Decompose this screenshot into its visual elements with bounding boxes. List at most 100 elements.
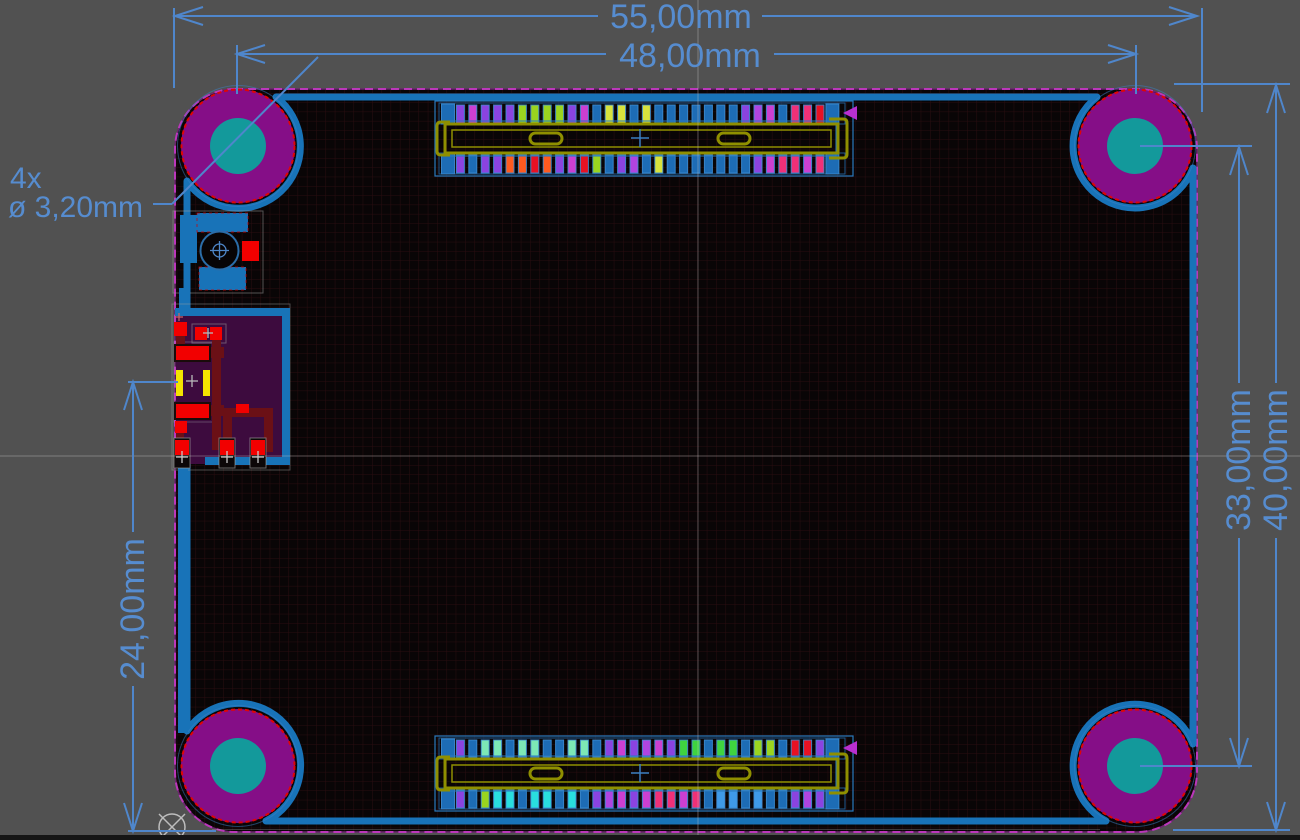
connector-pad[interactable] — [505, 789, 515, 809]
connector-pad[interactable] — [592, 154, 602, 174]
connector-pad[interactable] — [703, 154, 713, 174]
connector-pad[interactable] — [592, 739, 602, 758]
dimension-board-height[interactable] — [1173, 81, 1290, 834]
connector-pad[interactable] — [803, 739, 813, 758]
connector-pad[interactable] — [567, 104, 577, 124]
hole-note-leader[interactable] — [153, 56, 319, 205]
connector-pad[interactable] — [641, 739, 651, 758]
connector-pad[interactable] — [505, 154, 515, 174]
connector-pad[interactable] — [480, 154, 490, 174]
mounting-hole-bottom-right[interactable] — [1074, 705, 1196, 827]
connector-pad[interactable] — [654, 739, 664, 758]
board-outline[interactable] — [174, 88, 1198, 833]
hole-note-line2[interactable]: ø 3,20mm — [8, 191, 143, 224]
dim-label-board-width[interactable]: 55,00mm — [610, 0, 752, 36]
connector-pad[interactable] — [579, 789, 589, 809]
connector-pad[interactable] — [468, 154, 478, 174]
b2b-connector-top[interactable] — [434, 100, 857, 177]
dimension-hole-span-x[interactable] — [233, 44, 1140, 94]
connector-pad[interactable] — [679, 154, 689, 174]
connector-pad[interactable] — [691, 154, 701, 174]
connector-pad[interactable] — [629, 789, 639, 809]
connector-pad[interactable] — [815, 789, 825, 809]
dim-label-usb-to-bottom[interactable]: 24,00mm — [114, 538, 152, 680]
connector-pad[interactable] — [493, 789, 503, 809]
connector-pad[interactable] — [542, 104, 552, 124]
connector-pad[interactable] — [555, 154, 565, 174]
connector-pad[interactable] — [555, 789, 565, 809]
connector-pad[interactable] — [542, 789, 552, 809]
connector-pad[interactable] — [629, 154, 639, 174]
connector-pad[interactable] — [530, 789, 540, 809]
connector-pad[interactable] — [728, 104, 738, 124]
connector-pad[interactable] — [480, 104, 490, 124]
connector-pad[interactable] — [765, 104, 775, 124]
connector-pad[interactable] — [455, 789, 465, 809]
dimension-hole-span-y[interactable] — [1140, 143, 1252, 770]
connector-pad[interactable] — [679, 789, 689, 809]
connector-pad[interactable] — [530, 154, 540, 174]
connector-pad[interactable] — [728, 154, 738, 174]
connector-pad[interactable] — [530, 104, 540, 124]
connector-pad[interactable] — [468, 739, 478, 758]
connector-pad[interactable] — [815, 154, 825, 174]
connector-pad[interactable] — [790, 154, 800, 174]
connector-pad[interactable] — [753, 104, 763, 124]
connector-pad[interactable] — [728, 789, 738, 809]
mounting-hole-bottom-left[interactable] — [177, 705, 299, 827]
ufl-connector[interactable] — [172, 210, 264, 314]
connector-pad[interactable] — [592, 104, 602, 124]
connector-pad[interactable] — [691, 104, 701, 124]
connector-pad[interactable] — [517, 739, 527, 758]
connector-pad[interactable] — [641, 104, 651, 124]
connector-pad[interactable] — [778, 789, 788, 809]
mounting-hole-top-right[interactable] — [1074, 85, 1196, 207]
connector-pad[interactable] — [654, 789, 664, 809]
connector-pad[interactable] — [542, 154, 552, 174]
connector-pad[interactable] — [666, 739, 676, 758]
connector-pad[interactable] — [716, 154, 726, 174]
connector-pad[interactable] — [666, 104, 676, 124]
connector-pad[interactable] — [517, 154, 527, 174]
connector-pad[interactable] — [555, 739, 565, 758]
connector-pad[interactable] — [654, 154, 664, 174]
connector-pad[interactable] — [666, 789, 676, 809]
connector-pad[interactable] — [604, 739, 614, 758]
connector-pad[interactable] — [803, 789, 813, 809]
connector-pad[interactable] — [790, 789, 800, 809]
dim-label-hole-span-x[interactable]: 48,00mm — [619, 37, 761, 75]
connector-pad[interactable] — [691, 739, 701, 758]
connector-pad[interactable] — [617, 104, 627, 124]
connector-pad[interactable] — [493, 739, 503, 758]
hole-note-line1[interactable]: 4x — [10, 162, 42, 195]
connector-pad[interactable] — [803, 154, 813, 174]
connector-pad[interactable] — [505, 739, 515, 758]
connector-pad[interactable] — [542, 739, 552, 758]
connector-pad[interactable] — [455, 739, 465, 758]
connector-pad[interactable] — [555, 104, 565, 124]
connector-pad[interactable] — [716, 739, 726, 758]
connector-pad[interactable] — [617, 154, 627, 174]
connector-pad[interactable] — [703, 739, 713, 758]
connector-pad[interactable] — [579, 104, 589, 124]
connector-pad[interactable] — [741, 104, 751, 124]
connector-pad[interactable] — [666, 154, 676, 174]
connector-pad[interactable] — [592, 789, 602, 809]
connector-pad[interactable] — [567, 739, 577, 758]
connector-pad[interactable] — [441, 788, 455, 810]
connector-pad[interactable] — [790, 739, 800, 758]
connector-pad[interactable] — [480, 739, 490, 758]
connector-pad[interactable] — [765, 739, 775, 758]
connector-pad[interactable] — [604, 789, 614, 809]
connector-pad[interactable] — [654, 104, 664, 124]
connector-pad[interactable] — [716, 104, 726, 124]
mounting-hole-top-left[interactable] — [177, 85, 299, 207]
connector-pad[interactable] — [765, 789, 775, 809]
connector-pad[interactable] — [617, 789, 627, 809]
connector-pad[interactable] — [765, 154, 775, 174]
connector-pad[interactable] — [604, 154, 614, 174]
b2b-connector-bottom[interactable] — [434, 735, 857, 812]
connector-pad[interactable] — [703, 789, 713, 809]
connector-pad[interactable] — [641, 789, 651, 809]
